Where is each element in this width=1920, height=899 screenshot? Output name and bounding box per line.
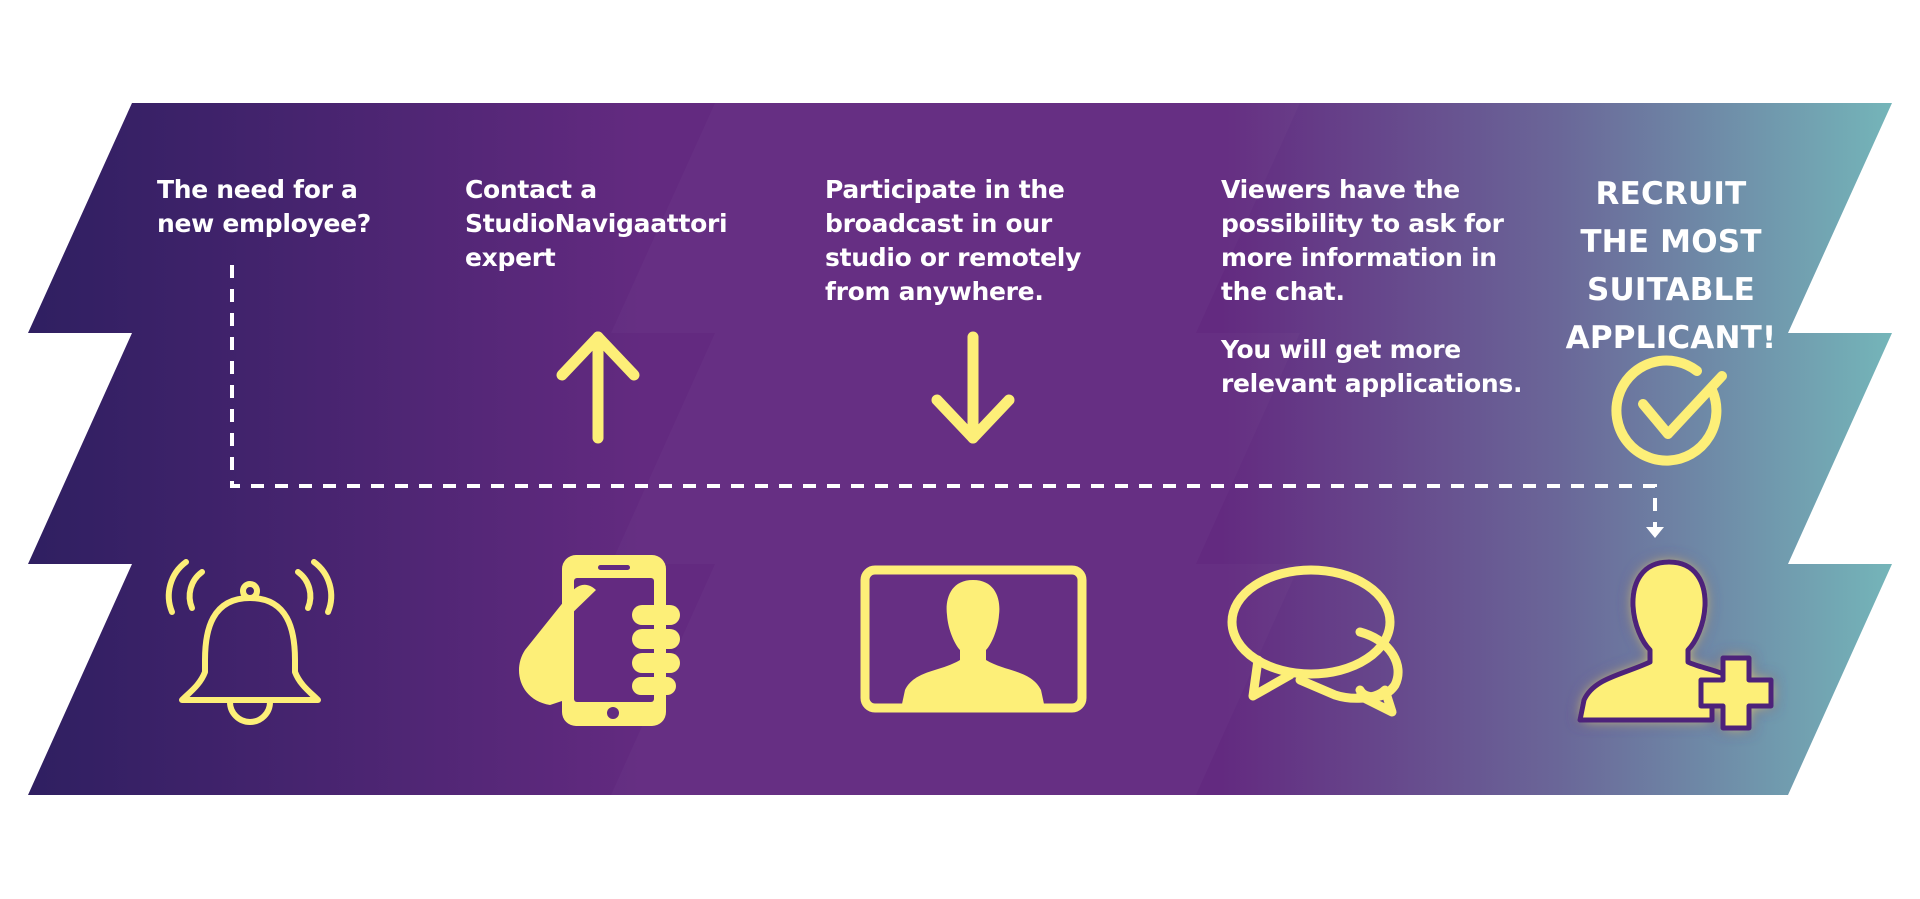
add-person-icon [1577,559,1774,731]
step-3-line-1: Participate in the [825,175,1065,204]
step-3-text: Participate in the broadcast in our stud… [825,173,1115,309]
step-4-line-2: possibility to ask for [1221,209,1504,238]
step-4-line-4: the chat. [1221,277,1345,306]
step-3-line-3: studio or remotely [825,243,1082,272]
connector-arrowhead [1646,527,1664,538]
step-2-line-3: expert [465,243,556,272]
step-1-line-1: The need for a [157,175,358,204]
step-2-line-2: StudioNavigaattori [465,209,728,238]
chat-bubbles-icon [1227,565,1403,717]
step-4-line-1: Viewers have the [1221,175,1460,204]
headline-line-3: SUITABLE [1587,272,1755,308]
step-1-text: The need for a new employee? [157,173,417,241]
headline-line-1: RECRUIT [1595,176,1747,212]
step-4-extra-line-1: You will get more [1221,335,1461,364]
headline-line-2: THE MOST [1580,224,1762,260]
banner-shape [28,103,1892,795]
check-circle-icon [1611,355,1727,466]
step-4-line-3: more information in [1221,243,1497,272]
step-2-line-1: Contact a [465,175,597,204]
step-1-line-2: new employee? [157,209,372,238]
down-arrow-icon [931,331,1015,444]
dashed-connector [230,265,1657,528]
headline-line-4: APPLICANT! [1565,320,1777,356]
step-3-line-4: from anywhere. [825,277,1044,306]
step-4-extra-line-2: relevant applications. [1221,369,1523,398]
step-4-text: Viewers have the possibility to ask for … [1221,173,1541,401]
phone-in-hand-icon [518,555,680,726]
final-headline: RECRUIT THE MOST SUITABLE APPLICANT! [1555,170,1787,362]
video-screen-person-icon [860,565,1087,713]
alarm-bell-icon [165,559,335,725]
step-2-text: Contact a StudioNavigaattori expert [465,173,755,275]
up-arrow-icon [556,331,640,444]
step-3-line-2: broadcast in our [825,209,1052,238]
